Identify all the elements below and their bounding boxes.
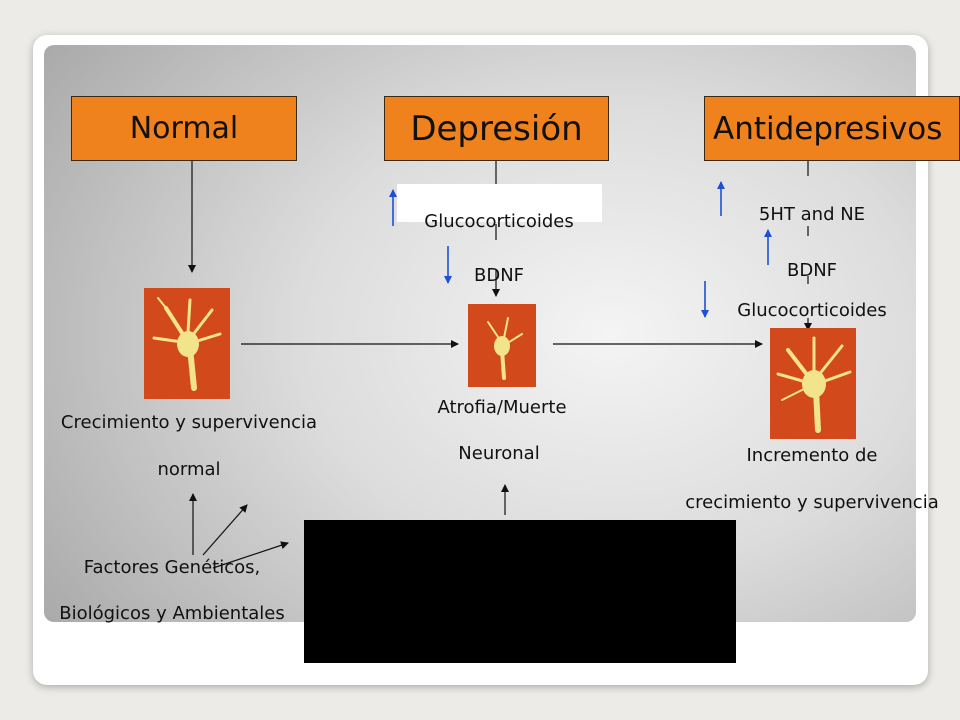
factors-line1: Factores Genéticos, [84, 557, 260, 578]
depresion-glucocorticoides-label: Glucocorticoides [424, 211, 573, 232]
arrow-factors-diag1 [203, 505, 247, 555]
depresion-outcome-line2: Neuronal [458, 443, 539, 464]
neuron-image-normal [144, 288, 230, 399]
normal-outcome-line1: Crecimiento y supervivencia [61, 412, 317, 433]
antidep-bdnf-label: BDNF [787, 260, 837, 281]
neuron-atrophic-icon [468, 304, 536, 387]
factors-line2: Biológicos y Ambientales [59, 603, 284, 624]
antidep-outcome-line1: Incremento de [746, 445, 877, 466]
antidep-5ht-label: 5HT and NE [759, 204, 865, 225]
neuron-icon [770, 328, 856, 439]
antidep-outcome-line2: crecimiento y supervivencia [685, 492, 938, 513]
depresion-outcome-line1: Atrofia/Muerte [437, 397, 566, 418]
antidep-glucocorticoides-label: Glucocorticoides [737, 300, 886, 321]
redacted-box [304, 520, 736, 663]
normal-outcome-line2: normal [157, 459, 220, 480]
depresion-bdnf-label: BDNF [474, 265, 524, 286]
neuron-image-depresion [468, 304, 536, 387]
neuron-image-antidepresivos [770, 328, 856, 439]
neuron-icon [144, 288, 230, 399]
